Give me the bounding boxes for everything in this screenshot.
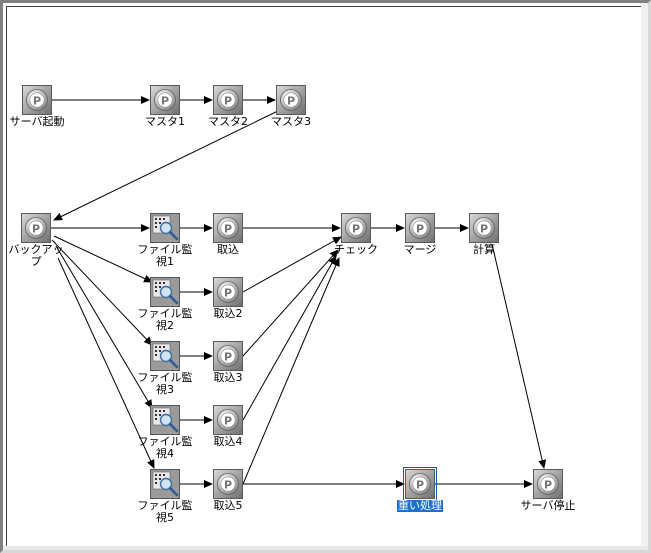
p-job-icon: P xyxy=(405,469,435,499)
edge-n_t4-to-n_chk[interactable] xyxy=(242,255,337,421)
node-master-3[interactable]: P xyxy=(276,85,306,115)
file-watch-icon xyxy=(150,277,180,307)
p-job-icon: P xyxy=(213,405,243,435)
svg-text:P: P xyxy=(161,95,169,108)
node-import-5-label: 取込5 xyxy=(213,499,243,512)
node-file-watch-2[interactable] xyxy=(150,277,180,307)
edge-n_t2-to-n_chk[interactable] xyxy=(242,236,342,293)
p-job-icon: P xyxy=(405,213,435,243)
edge-n_bk-to-n_fw2[interactable] xyxy=(53,235,153,283)
svg-text:P: P xyxy=(224,95,232,108)
node-server-stop[interactable]: P xyxy=(533,469,563,499)
node-file-watch-2-label: ファイル監視2 xyxy=(137,307,193,332)
node-file-watch-3[interactable] xyxy=(150,341,180,371)
node-file-watch-4-label: ファイル監視4 xyxy=(137,435,193,460)
p-job-icon: P xyxy=(469,213,499,243)
node-master-2-label: マスタ2 xyxy=(208,115,248,128)
edge-n_t5-to-n_chk[interactable] xyxy=(242,257,340,485)
node-server-start[interactable]: P xyxy=(22,85,52,115)
node-file-watch-5-label: ファイル監視5 xyxy=(137,499,193,524)
svg-text:P: P xyxy=(32,223,40,236)
edge-n_m3-to-n_bk[interactable] xyxy=(53,107,285,221)
svg-text:P: P xyxy=(224,351,232,364)
node-file-watch-1[interactable] xyxy=(150,213,180,243)
svg-text:P: P xyxy=(224,415,232,428)
svg-text:P: P xyxy=(287,95,295,108)
node-import-2[interactable]: P xyxy=(213,277,243,307)
node-import-3[interactable]: P xyxy=(213,341,243,371)
p-job-icon: P xyxy=(21,213,51,243)
horizontal-scrollbar[interactable] xyxy=(3,546,648,550)
edge-n_t3-to-n_chk[interactable] xyxy=(242,249,339,357)
node-master-2[interactable]: P xyxy=(213,85,243,115)
p-job-icon: P xyxy=(533,469,563,499)
p-job-icon: P xyxy=(150,85,180,115)
node-heavy-process[interactable]: P xyxy=(403,467,437,501)
p-job-icon: P xyxy=(341,213,371,243)
node-calc[interactable]: P xyxy=(469,213,499,243)
edge-n_calc-to-n_stop[interactable] xyxy=(491,243,547,469)
svg-text:P: P xyxy=(352,223,360,236)
file-watch-icon xyxy=(150,341,180,371)
node-server-start-label: サーバ起動 xyxy=(9,115,65,128)
node-master-1-label: マスタ1 xyxy=(145,115,185,128)
node-master-1[interactable]: P xyxy=(150,85,180,115)
node-import-1[interactable]: P xyxy=(213,213,243,243)
vertical-scrollbar[interactable] xyxy=(641,3,648,550)
node-import-2-label: 取込2 xyxy=(213,307,243,320)
file-watch-icon xyxy=(150,213,180,243)
node-file-watch-1-label: ファイル監視1 xyxy=(137,243,193,268)
svg-text:P: P xyxy=(224,479,232,492)
node-file-watch-3-label: ファイル監視3 xyxy=(137,371,193,396)
svg-text:P: P xyxy=(416,223,424,236)
node-import-4[interactable]: P xyxy=(213,405,243,435)
node-merge-label: マージ xyxy=(403,243,437,256)
node-server-stop-label: サーバ停止 xyxy=(520,499,576,512)
p-job-icon: P xyxy=(22,85,52,115)
p-job-icon: P xyxy=(276,85,306,115)
node-backup[interactable]: P xyxy=(21,213,51,243)
svg-text:P: P xyxy=(544,479,552,492)
node-import-5[interactable]: P xyxy=(213,469,243,499)
file-watch-icon xyxy=(150,405,180,435)
p-job-icon: P xyxy=(213,469,243,499)
node-check-label: チェック xyxy=(334,243,378,256)
file-watch-icon xyxy=(150,469,180,499)
p-job-icon: P xyxy=(213,277,243,307)
node-heavy-process-label: 重い処理 xyxy=(397,499,443,512)
node-check[interactable]: P xyxy=(341,213,371,243)
p-job-icon: P xyxy=(213,341,243,371)
p-job-icon: P xyxy=(213,213,243,243)
edge-n_bk-to-n_fw5[interactable] xyxy=(57,257,155,469)
node-backup-label: バックアップ xyxy=(8,243,64,268)
node-import-3-label: 取込3 xyxy=(213,371,243,384)
svg-text:P: P xyxy=(480,223,488,236)
svg-text:P: P xyxy=(224,223,232,236)
svg-text:P: P xyxy=(33,95,41,108)
edge-n_bk-to-n_fw4[interactable] xyxy=(55,245,153,409)
canvas-border xyxy=(6,6,644,548)
edge-n_bk-to-n_fw3[interactable] xyxy=(51,239,153,346)
node-merge[interactable]: P xyxy=(405,213,435,243)
svg-text:P: P xyxy=(416,479,424,492)
node-master-3-label: マスタ3 xyxy=(271,115,311,128)
node-import-4-label: 取込4 xyxy=(213,435,243,448)
node-file-watch-5[interactable] xyxy=(150,469,180,499)
p-job-icon: P xyxy=(213,85,243,115)
svg-text:P: P xyxy=(224,287,232,300)
node-calc-label: 計算 xyxy=(473,243,495,256)
node-import-1-label: 取込 xyxy=(217,243,239,256)
node-file-watch-4[interactable] xyxy=(150,405,180,435)
